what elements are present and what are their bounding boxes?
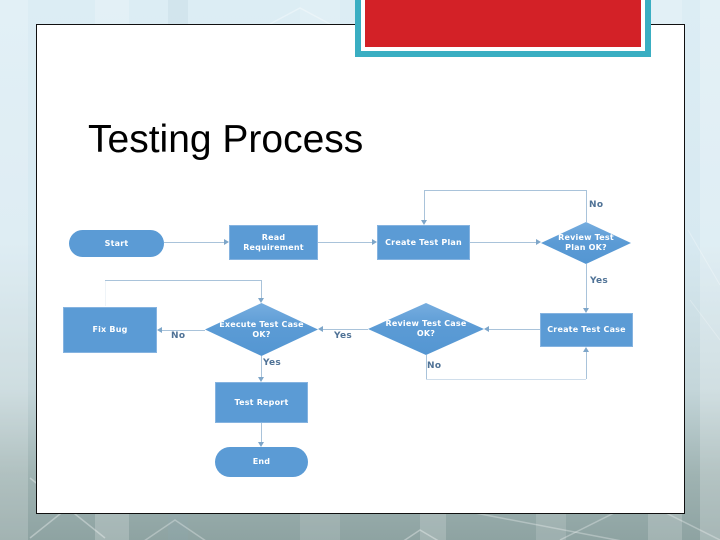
edge-label-execute-yes: Yes	[263, 358, 282, 368]
connector-review-plan-no-across	[424, 190, 586, 191]
connector-review-case-yes	[323, 329, 368, 330]
red-accent-banner	[355, 0, 651, 57]
end-node: End	[215, 447, 308, 477]
connector-fix-bug-across	[105, 280, 262, 281]
create-test-case-node: Create Test Case	[540, 313, 633, 347]
connector-test-report-to-end	[261, 423, 262, 442]
connector-create-test-case-to-review-test-case	[489, 329, 540, 330]
connector-review-case-no-across	[426, 379, 586, 380]
create-test-plan-node: Create Test Plan	[377, 225, 470, 260]
connector-review-case-no-down	[426, 355, 427, 379]
edge-label-review-plan-yes: Yes	[590, 276, 609, 286]
arrowhead	[157, 327, 162, 333]
connector-create-test-plan-to-review-test-plan	[470, 242, 536, 243]
connector-start-to-read-requirement	[164, 242, 224, 243]
end-node-label: End	[252, 457, 271, 466]
arrowhead	[258, 377, 264, 382]
test-report-node: Test Report	[215, 382, 308, 423]
review-test-case-label: Review Test Case OK?	[385, 319, 467, 338]
arrowhead	[318, 326, 323, 332]
create-test-plan-label: Create Test Plan	[385, 237, 462, 247]
arrowhead	[258, 298, 264, 303]
edge-label-execute-no: No	[171, 331, 186, 341]
start-node-label: Start	[104, 238, 129, 248]
connector-execute-no	[162, 330, 205, 331]
arrowhead	[583, 308, 589, 313]
connector-read-requirement-to-create-test-plan	[318, 242, 372, 243]
arrowhead	[583, 347, 589, 352]
fix-bug-label: Fix Bug	[92, 325, 128, 334]
create-test-case-label: Create Test Case	[547, 325, 626, 334]
fix-bug-node: Fix Bug	[63, 307, 157, 353]
edge-label-review-case-no: No	[427, 361, 442, 371]
connector-fix-bug-down	[261, 280, 262, 298]
arrowhead	[421, 220, 427, 225]
read-requirement-label: Read Requirement	[243, 232, 304, 252]
test-report-label: Test Report	[234, 397, 289, 407]
connector-review-plan-yes-down	[586, 264, 587, 308]
arrowhead	[536, 239, 541, 245]
edge-label-review-case-yes: Yes	[334, 331, 353, 341]
review-test-plan-label: Review Test Plan OK?	[558, 233, 614, 252]
execute-test-case-label: Execute Test Case OK?	[219, 319, 304, 339]
arrowhead	[224, 239, 229, 245]
slide-title: Testing Process	[88, 118, 364, 161]
banner-red-fill	[365, 0, 641, 47]
edge-label-review-plan-no: No	[589, 200, 604, 210]
banner-white-frame	[361, 0, 645, 51]
read-requirement-node: Read Requirement	[229, 225, 318, 260]
connector-review-plan-no-up	[586, 190, 587, 222]
connector-execute-yes	[261, 356, 262, 377]
arrowhead	[258, 442, 264, 447]
slide-canvas	[36, 24, 685, 514]
connector-review-case-no-up	[586, 352, 587, 379]
arrowhead	[372, 239, 377, 245]
arrowhead	[484, 326, 489, 332]
start-node: Start	[69, 230, 164, 257]
connector-review-plan-no-down	[424, 190, 425, 220]
connector-fix-bug-up	[105, 280, 106, 306]
